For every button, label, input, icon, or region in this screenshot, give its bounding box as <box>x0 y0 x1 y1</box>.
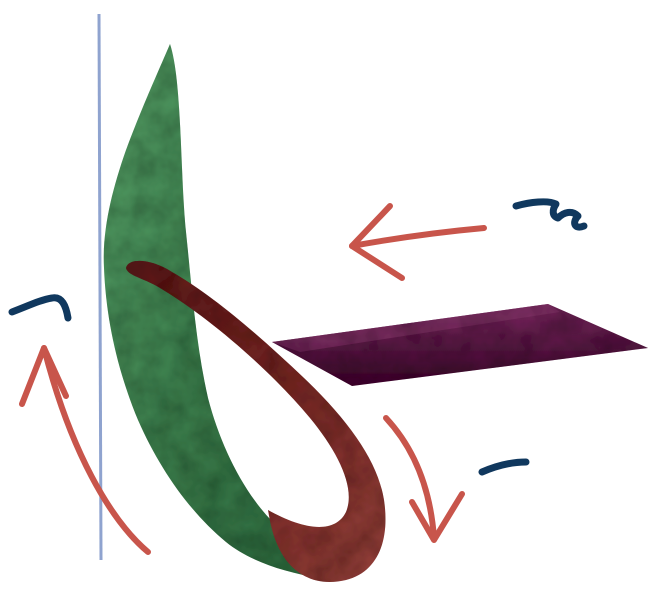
arrow-down-curve-icon <box>386 418 462 540</box>
arrow-left-icon <box>352 206 484 278</box>
purple-horizontal-stroke-shape <box>272 304 648 386</box>
vertical-guide-line <box>99 14 101 560</box>
stroke-3-icon <box>516 202 584 227</box>
stroke-2-icon <box>482 462 526 472</box>
stroke-1-icon <box>12 298 68 318</box>
